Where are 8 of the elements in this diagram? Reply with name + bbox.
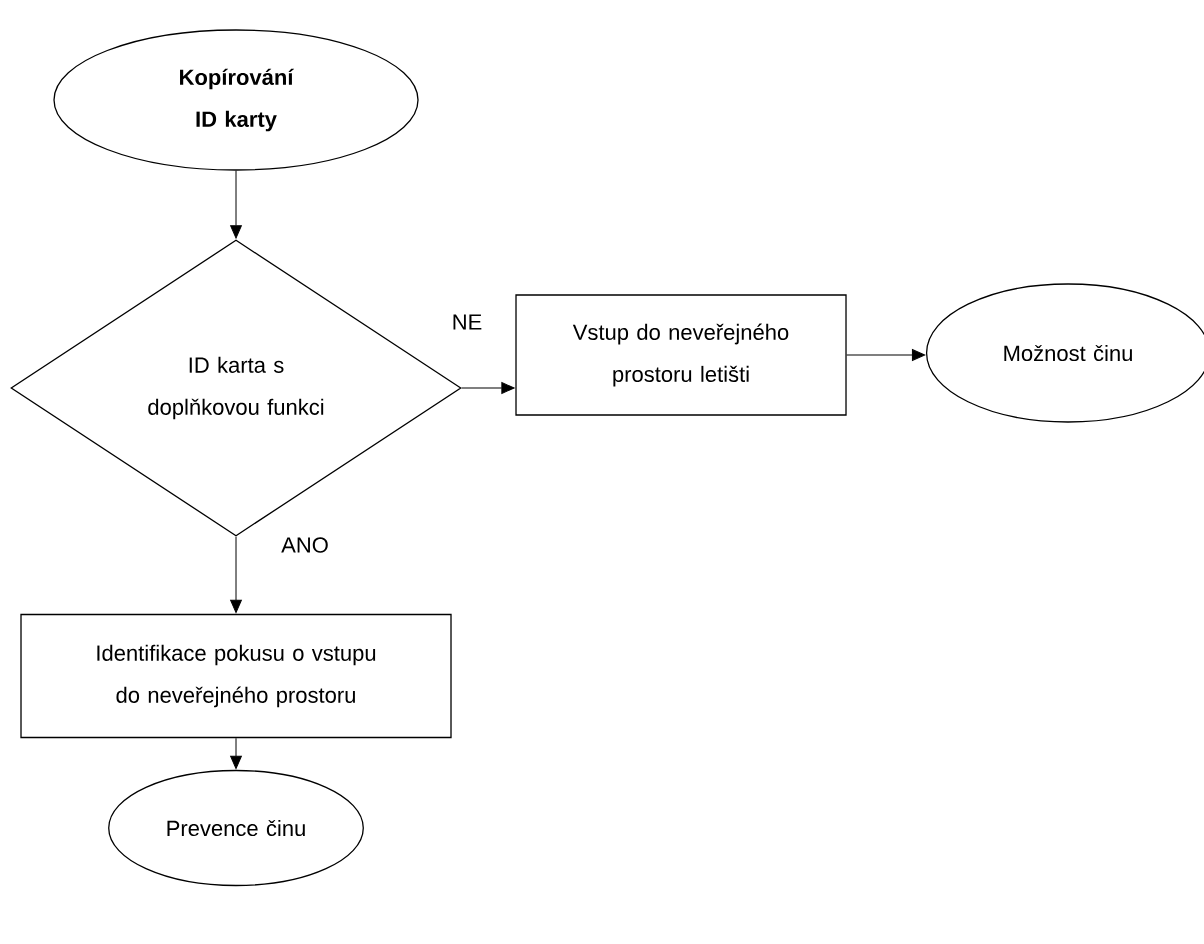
- process-box: Vstup do neveřejného prostoru letišti: [515, 294, 847, 416]
- arrow: [846, 349, 926, 361]
- edge-label: ANO: [279, 535, 331, 555]
- process-box: Identifikace pokusu o vstupu do neveřejného prostoru: [20, 613, 452, 739]
- arrow: [461, 382, 515, 394]
- arrow: [230, 737, 242, 770]
- arrow: [230, 170, 242, 239]
- arrow: [230, 536, 242, 614]
